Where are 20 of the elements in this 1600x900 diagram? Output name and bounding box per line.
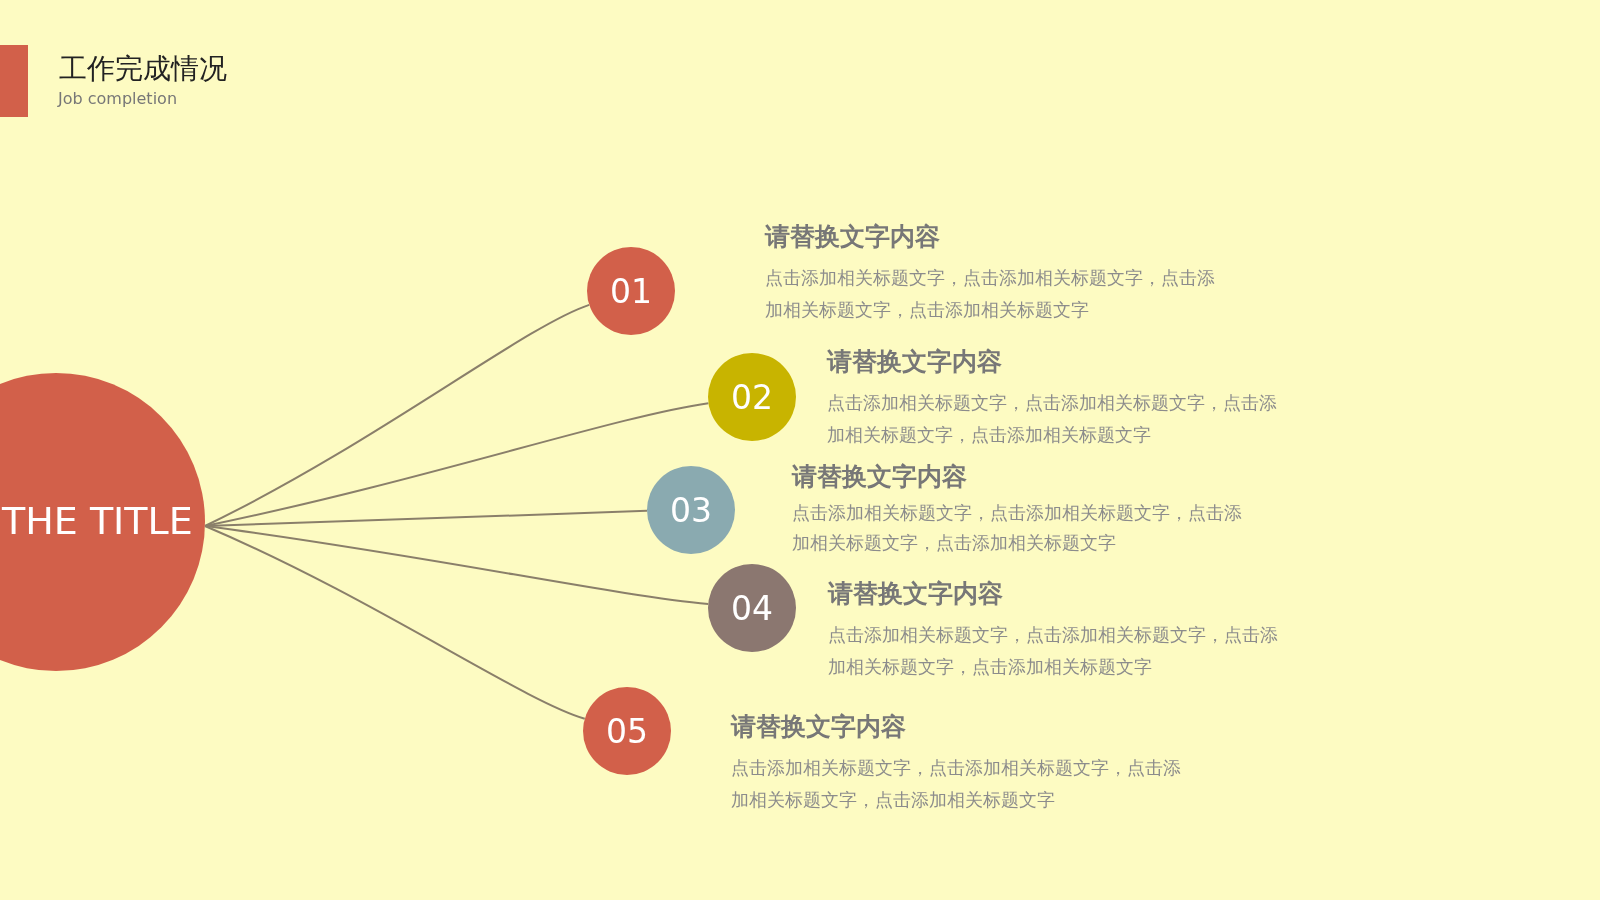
item-heading: 请替换文字内容 bbox=[792, 462, 967, 492]
title-text: THE TITLE bbox=[2, 499, 193, 543]
item-heading: 请替换文字内容 bbox=[765, 222, 940, 252]
item-description: 点击添加相关标题文字，点击添加相关标题文字，点击添加相关标题文字，点击添加相关标题文字 bbox=[765, 267, 1215, 322]
item-description: 点击添加相关标题文字，点击添加相关标题文字，点击添加相关标题文字，点击添加相关标题文字 bbox=[827, 392, 1277, 447]
number-text: 05 bbox=[606, 711, 648, 751]
item-description: 点击添加相关标题文字，点击添加相关标题文字，点击添加相关标题文字，点击添加相关标题文字 bbox=[828, 624, 1278, 679]
item-heading: 请替换文字内容 bbox=[828, 579, 1003, 609]
connector-line bbox=[204, 303, 591, 527]
connector-line bbox=[204, 525, 586, 720]
number-text: 01 bbox=[610, 271, 652, 311]
number-text: 04 bbox=[731, 588, 773, 628]
number-text: 03 bbox=[670, 490, 712, 530]
page-subtitle: Job completion bbox=[58, 89, 177, 108]
page-title: 工作完成情况 bbox=[59, 51, 227, 87]
number-text: 02 bbox=[731, 377, 773, 417]
item-description: 点击添加相关标题文字，点击添加相关标题文字，点击添加相关标题文字，点击添加相关标题文字 bbox=[731, 757, 1181, 812]
item-heading: 请替换文字内容 bbox=[827, 347, 1002, 377]
item-heading: 请替换文字内容 bbox=[731, 712, 906, 742]
item-description: 点击添加相关标题文字，点击添加相关标题文字，点击添加相关标题文字，点击添加相关标题文字 bbox=[792, 502, 1242, 555]
